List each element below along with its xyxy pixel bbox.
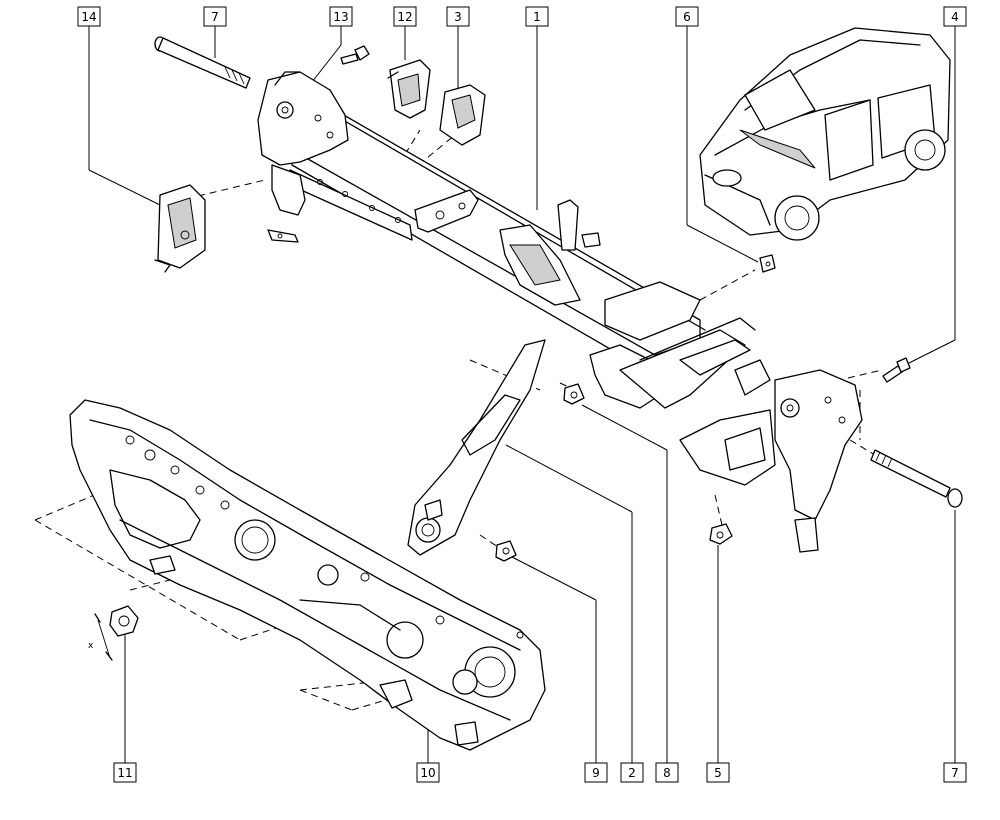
svg-text:10: 10 xyxy=(420,766,435,780)
svg-text:12: 12 xyxy=(397,10,412,24)
callout-9-bottom: 9 xyxy=(584,762,608,783)
callout-11-bottom: 11 xyxy=(113,762,137,783)
svg-text:8: 8 xyxy=(663,766,671,780)
svg-text:11: 11 xyxy=(117,766,132,780)
callout-7-bottom: 7 xyxy=(943,762,967,783)
svg-text:14: 14 xyxy=(81,10,96,24)
clip-part-12 xyxy=(387,59,431,119)
svg-text:5: 5 xyxy=(714,766,722,780)
nut-part-11 xyxy=(94,605,139,661)
callout-3-top: 3 xyxy=(446,6,470,27)
callout-1-top: 1 xyxy=(525,6,549,27)
bolt-part-6 xyxy=(759,254,776,273)
right-end-bracket xyxy=(679,359,863,553)
callout-boxes: 14 7 13 12 3 1 6 4 xyxy=(77,6,967,783)
svg-text:7: 7 xyxy=(211,10,219,24)
bolt-part-7-top xyxy=(154,36,251,89)
bolt-part-9 xyxy=(495,540,517,562)
callout-7-top: 7 xyxy=(203,6,227,27)
bolt-part-8 xyxy=(563,383,585,405)
bolt-part-13 xyxy=(340,45,370,65)
svg-text:6: 6 xyxy=(683,10,691,24)
callout-13-top: 13 xyxy=(329,6,353,27)
callout-2-bottom: 2 xyxy=(620,762,644,783)
svg-text:2: 2 xyxy=(628,766,636,780)
dimension-x-label: x xyxy=(88,641,94,651)
svg-text:7: 7 xyxy=(951,766,959,780)
callout-14-top: 14 xyxy=(77,6,101,27)
bolt-part-7-bottom xyxy=(870,449,963,508)
vehicle-illustration xyxy=(699,27,951,241)
svg-text:9: 9 xyxy=(592,766,600,780)
callout-leader-lines xyxy=(88,26,956,765)
bulkhead-panel-part-10 xyxy=(69,399,546,751)
bolt-part-4 xyxy=(882,357,911,383)
svg-text:13: 13 xyxy=(333,10,348,24)
callout-6-top: 6 xyxy=(675,6,699,27)
callout-4-top: 4 xyxy=(943,6,967,27)
svg-text:3: 3 xyxy=(454,10,462,24)
callout-12-top: 12 xyxy=(393,6,417,27)
left-end-bracket xyxy=(257,71,349,243)
cross-beam-part-1 xyxy=(289,109,756,409)
svg-text:4: 4 xyxy=(951,10,959,24)
module-part-14 xyxy=(154,184,206,273)
nut-part-5 xyxy=(709,523,733,545)
bracket-part-3 xyxy=(439,84,486,146)
svg-text:1: 1 xyxy=(533,10,541,24)
callout-10-bottom: 10 xyxy=(416,762,440,783)
reinforcement-part-2 xyxy=(407,339,546,556)
callout-5-bottom: 5 xyxy=(706,762,730,783)
callout-8-bottom: 8 xyxy=(655,762,679,783)
